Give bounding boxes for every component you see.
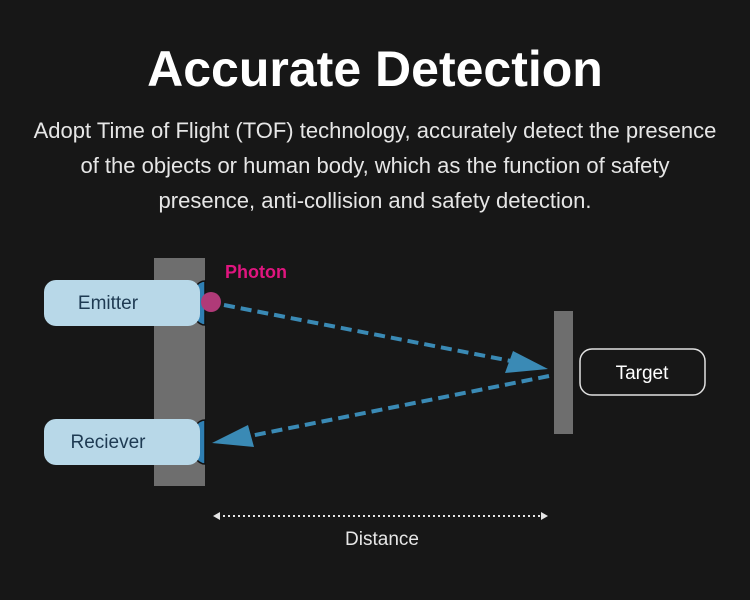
return-beam (249, 374, 550, 438)
distance-left-arrow-icon (213, 512, 220, 520)
photon-dot (201, 292, 221, 312)
outgoing-beam (223, 303, 517, 364)
target-label-box: Target (579, 348, 706, 396)
emitter-label: Emitter (78, 293, 139, 314)
distance-label: Distance (345, 529, 419, 550)
emitter-label-box: Emitter (44, 280, 200, 326)
page-description: Adopt Time of Flight (TOF) technology, a… (33, 118, 717, 213)
receiver-label-box: Reciever (44, 419, 200, 465)
target-object (554, 311, 573, 434)
receiver-label: Reciever (71, 432, 147, 453)
target-label: Target (616, 363, 670, 384)
photon-label: Photon (225, 262, 287, 282)
outgoing-arrowhead-icon (505, 351, 548, 373)
page-title: Accurate Detection (147, 41, 603, 97)
return-arrowhead-icon (212, 425, 254, 447)
distance-right-arrow-icon (541, 512, 548, 520)
